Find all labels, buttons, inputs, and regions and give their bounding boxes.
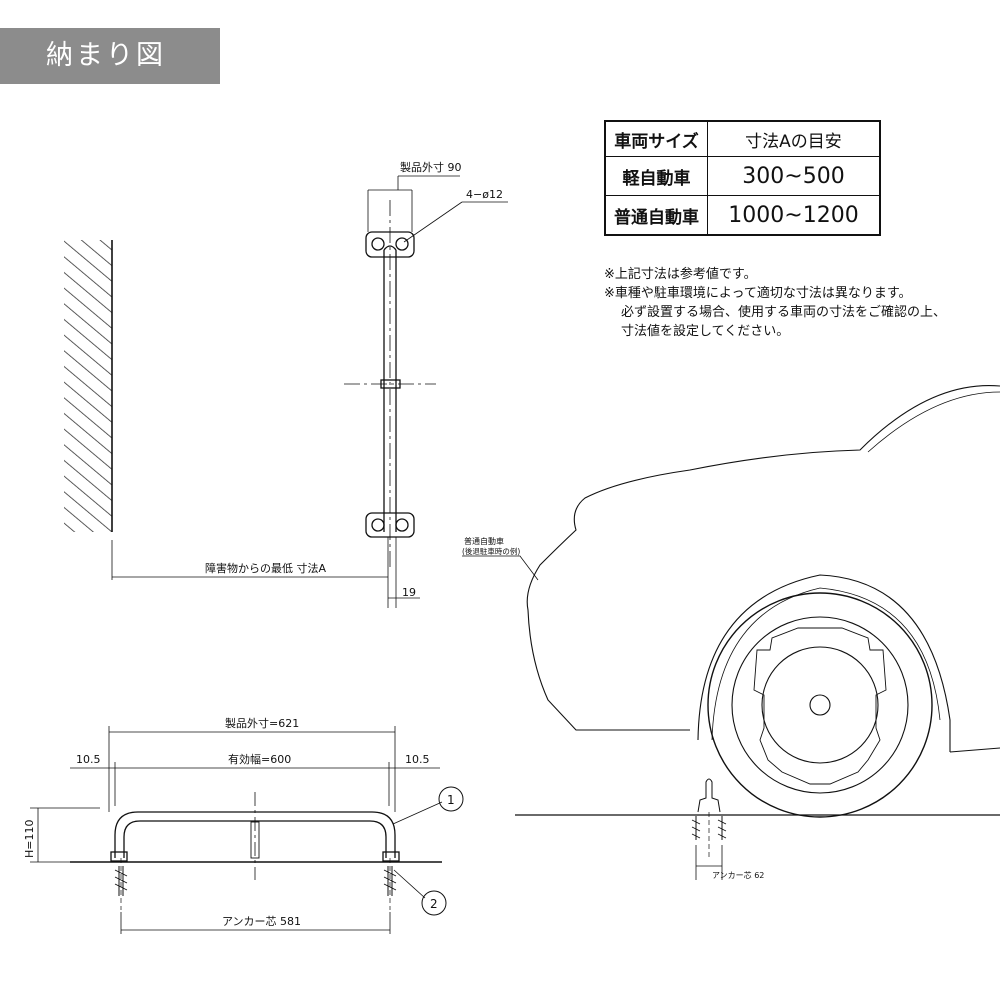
label-vehicle-sub: (後退駐車時の例) [462,546,520,556]
callout-2-label: 2 [430,897,438,911]
front-view [30,726,464,934]
table-cell-dimension: 1000~1200 [707,195,881,236]
car-view [462,384,1000,880]
table-row: 軽自動車 300~500 [604,156,881,196]
dim-right-offset: 10.5 [405,753,430,766]
bolt-hole [371,237,385,251]
bar-stop-side [697,778,721,813]
dim-offset: 19 [402,586,416,599]
bolt-hole [395,518,409,532]
table-header-row: 車両サイズ 寸法Aの目安 [604,120,881,157]
table-cell-vehicle: 普通自動車 [604,195,708,236]
vehicle-size-table: 車両サイズ 寸法Aの目安 軽自動車 300~500 普通自動車 1000~120… [604,120,881,236]
bolt-hole [371,518,385,532]
callout-1-circle [438,786,464,812]
dim-effective-width: 有効幅=600 [228,752,291,766]
table-header-cell: 寸法Aの目安 [707,120,881,157]
note-line: 必ず設置する場合、使用する車両の寸法をご確認の上、 [621,305,947,320]
dim-anchor-spacing: アンカー芯 581 [222,914,301,928]
wheel-hub [809,694,831,716]
wall-hatching [64,240,112,532]
bolt-hole [395,237,409,251]
label-vehicle: 普通自動車 [464,536,504,546]
note-line: ※上記寸法は参考値です。 [604,267,757,282]
dim-height: H=110 [23,820,36,858]
dim-overall-width: 製品外寸=621 [225,716,299,730]
dim-left-offset: 10.5 [76,753,101,766]
anchor-left [114,858,128,910]
pipe-body [383,250,397,532]
wheel-arch [697,574,951,752]
table-cell-dimension: 300~500 [707,156,881,196]
anchor-right [383,858,397,910]
table-header-cell: 車両サイズ [604,120,708,157]
dim-bolt-holes: 4−ø12 [466,188,503,201]
table-cell-vehicle: 軽自動車 [604,156,708,196]
note-line: 寸法値を設定してください。 [621,324,790,339]
section-title: 納まり図 [46,40,166,71]
plan-view [64,175,508,608]
table-row: 普通自動車 1000~1200 [604,195,881,236]
car-body-outline [526,384,1000,731]
tire [707,592,933,818]
dim-product-width: 製品外寸 90 [400,160,462,174]
callout-2-circle [421,890,447,916]
note-line: ※車種や駐車環境によって適切な寸法は異なります。 [604,286,912,301]
section-title-tab: 納まり図 [0,28,220,84]
dim-anchor-side: アンカー芯 62 [712,870,764,880]
callout-1-label: 1 [447,793,455,807]
dim-distance-a: 障害物からの最低 寸法A [205,561,326,575]
notes-block: ※上記寸法は参考値です。 ※車種や駐車環境によって適切な寸法は異なります。 必ず… [604,265,946,341]
